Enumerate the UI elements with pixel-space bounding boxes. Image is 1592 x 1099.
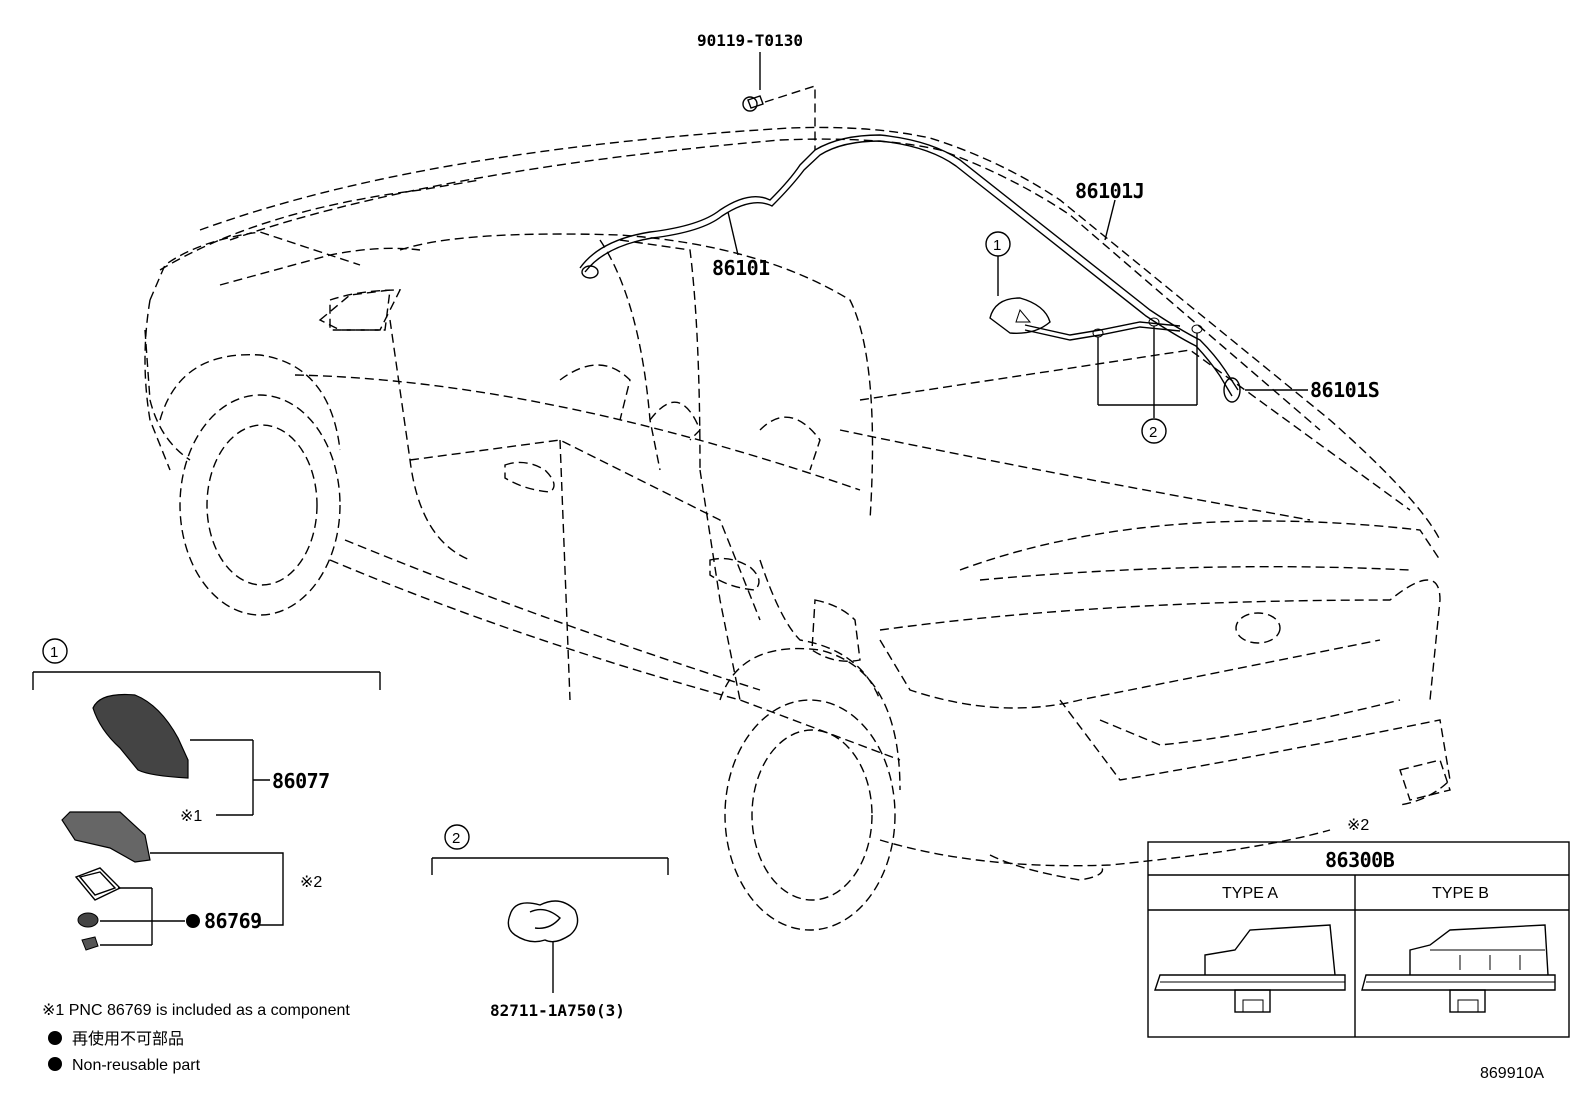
part-cord-center-label: 86101 bbox=[712, 256, 770, 280]
note-component: ※1 PNC 86769 is included as a component bbox=[42, 1002, 350, 1019]
group-1: 1 86077 ※1 86769 ※2 bbox=[32, 638, 381, 951]
part-cord-end-label: 86101S bbox=[1310, 378, 1379, 402]
gasket-icon bbox=[78, 871, 117, 896]
antenna-cover-icon bbox=[92, 693, 189, 779]
svg-text:2: 2 bbox=[1149, 424, 1157, 441]
car-outline bbox=[144, 126, 1451, 931]
part-cord-main-label: 86101J bbox=[1075, 179, 1144, 203]
cord-center-leader bbox=[727, 211, 739, 256]
note-dot-1 bbox=[48, 1031, 62, 1045]
nut-icon bbox=[77, 912, 99, 928]
antenna-base-icon bbox=[61, 811, 151, 863]
note-dot-2 bbox=[48, 1057, 62, 1071]
antenna-assy-table: ※2 86300B TYPE A TYPE B bbox=[1147, 817, 1570, 1038]
type-a-antenna-icon bbox=[1154, 924, 1346, 1013]
clip-icon bbox=[507, 900, 579, 943]
ref-2-mark: ※2 bbox=[300, 874, 322, 891]
group-2: 2 82711-1A750(3) bbox=[431, 824, 669, 1020]
part-gasket-set-label: 86769 bbox=[204, 909, 262, 933]
callout-1-roof: 1 bbox=[985, 231, 1011, 296]
note-non-reusable-en: Non-reusable part bbox=[72, 1057, 201, 1074]
ref-1-mark: ※1 bbox=[180, 808, 202, 825]
screw-leader bbox=[764, 85, 816, 150]
callout-2-roof: 2 bbox=[1097, 326, 1198, 444]
svg-text:1: 1 bbox=[993, 237, 1001, 254]
illustration-id: 869910A bbox=[1480, 1065, 1544, 1082]
part-screw-label: 90119-T0130 bbox=[697, 31, 803, 50]
part-clip-label: 82711-1A750(3) bbox=[490, 1001, 625, 1020]
type-a-label: TYPE A bbox=[1222, 885, 1278, 902]
type-b-label: TYPE B bbox=[1432, 885, 1489, 902]
base-screw-icon bbox=[81, 936, 99, 951]
screw-icon bbox=[742, 95, 764, 112]
part-antenna-cover-label: 86077 bbox=[272, 769, 330, 793]
type-b-antenna-icon bbox=[1361, 924, 1556, 1013]
svg-text:2: 2 bbox=[452, 830, 460, 847]
table-ref-2: ※2 bbox=[1347, 817, 1369, 834]
legend-notes: ※1 PNC 86769 is included as a component … bbox=[42, 1002, 350, 1074]
non-reusable-dot bbox=[186, 914, 200, 928]
cord-main-leader bbox=[1104, 199, 1116, 241]
antenna-cord bbox=[579, 134, 1241, 403]
note-non-reusable-jp: 再使用不可部品 bbox=[72, 1030, 184, 1048]
svg-text:1: 1 bbox=[50, 644, 58, 661]
part-antenna-assy-label: 86300B bbox=[1325, 848, 1395, 872]
